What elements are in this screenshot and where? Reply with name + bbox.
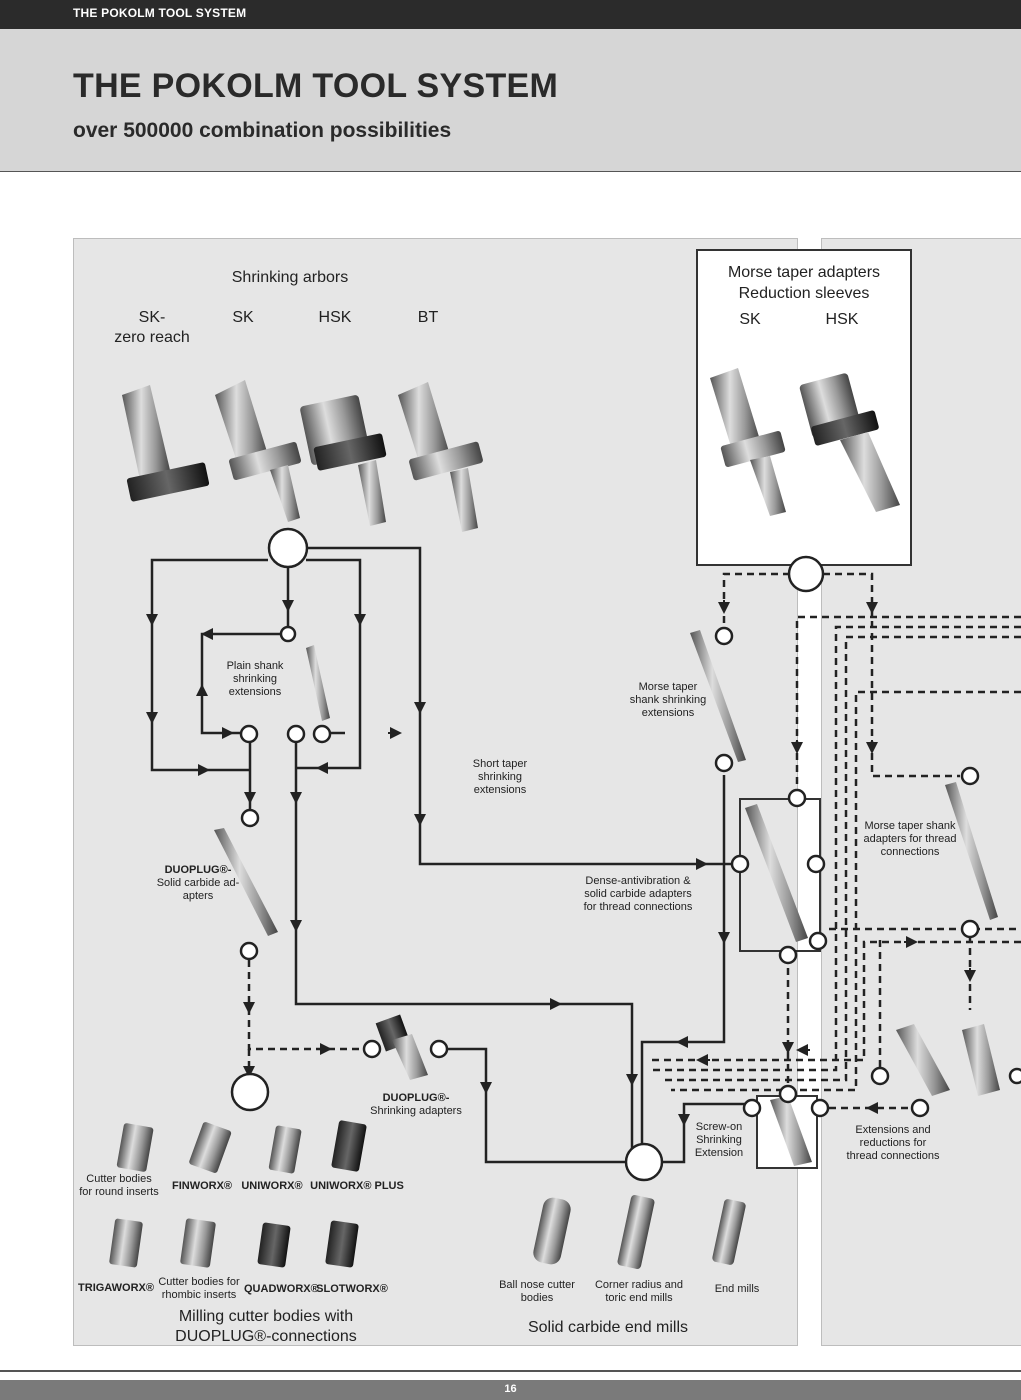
- plain-shank-extension-image: [306, 645, 330, 721]
- page-number: 16: [504, 1383, 517, 1395]
- cutter-round-label: Cutter bodies for round inserts: [76, 1173, 162, 1199]
- dense-label-2: solid carbide adapters: [584, 888, 692, 900]
- uniworx-label: UNIWORX®: [241, 1180, 303, 1192]
- top-bar-title: THE POKOLM TOOL SYSTEM: [73, 6, 247, 20]
- cutter-rhombic-label-1: Cutter bodies for: [158, 1276, 240, 1288]
- duoplug-solid-adapter-image: [214, 828, 278, 936]
- page-footer: 16: [0, 1380, 1021, 1400]
- arrows: [146, 598, 976, 1126]
- ball-nose-label-2: bodies: [520, 1292, 554, 1304]
- morse-shank-label-3: extensions: [641, 707, 695, 719]
- corner-radius-label-2: toric end mills: [605, 1292, 673, 1304]
- screw-on-extension-image: [770, 1096, 812, 1166]
- morse-title-line1: Morse taper adapters: [727, 264, 881, 281]
- sk-arbor-image: [215, 380, 301, 522]
- screw-on-label-1: Screw-on: [695, 1121, 743, 1133]
- dense-label-3: for thread connections: [583, 901, 693, 913]
- morse-shank-label: Morse taper shank shrinking extensions: [618, 681, 718, 720]
- quadworx-label: QUADWORX®: [244, 1283, 319, 1295]
- morse-sk-label: SK: [739, 311, 761, 328]
- slotworx-label: SLOTWORX®: [316, 1283, 388, 1295]
- duoplug-shrinking-adapter-image: [375, 1014, 428, 1080]
- cutter-round-label-1: Cutter bodies: [86, 1173, 152, 1185]
- plain-shank-label-1: Plain shank: [226, 660, 284, 672]
- morse-sk-adapter-image: [710, 368, 786, 516]
- top-bar: THE POKOLM TOOL SYSTEM: [0, 0, 1021, 29]
- milling-group-label-1: Milling cutter bodies with: [178, 1308, 354, 1325]
- duoplug-solid-label-1: DUOPLUG®-: [164, 864, 232, 876]
- ext-red-label: Extensions and reductions for thread con…: [840, 1124, 946, 1163]
- morse-shank-label-1: Morse taper: [638, 681, 698, 693]
- duoplug-solid-label-2: Solid carbide ad-: [156, 877, 240, 889]
- dashed-connections: [247, 572, 1021, 1110]
- milling-group-label-2: DUOPLUG®-connections: [175, 1328, 357, 1345]
- morse-shank-extension-image: [690, 630, 746, 762]
- shrinking-arbors-heading: Shrinking arbors: [231, 269, 349, 286]
- hsk-arbor-image: [300, 395, 387, 526]
- morse-thread-label-3: connections: [880, 846, 940, 858]
- corner-radius-label-1: Corner radius and: [594, 1279, 684, 1291]
- cutter-rhombic-label: Cutter bodies for rhombic inserts: [154, 1276, 244, 1302]
- ext-red-label-1: Extensions and: [855, 1124, 931, 1136]
- endmill-icons: [533, 1195, 746, 1269]
- short-taper-label-1: Short taper: [472, 758, 528, 770]
- dense-adapter-image: [745, 804, 808, 942]
- short-taper-label-3: extensions: [473, 784, 527, 796]
- ball-nose-label-1: Ball nose cutter: [499, 1279, 575, 1291]
- duoplug-shrink-label-2: Shrinking adapters: [370, 1105, 462, 1117]
- plain-shank-label-3: extensions: [228, 686, 282, 698]
- dense-label: Dense-antivibration & solid carbide adap…: [574, 875, 702, 914]
- sk-label: SK: [232, 309, 254, 326]
- sk-zero-arbor-image: [122, 385, 210, 502]
- short-taper-label-2: shrinking: [477, 771, 523, 783]
- connection-nodes: [230, 527, 1021, 1182]
- morse-hsk-label: HSK: [825, 311, 859, 328]
- hsk-label: HSK: [318, 309, 352, 326]
- short-taper-label: Short taper shrinking extensions: [450, 758, 550, 797]
- end-mills-label: End mills: [714, 1283, 760, 1295]
- solid-connections: [150, 528, 760, 1164]
- corner-radius-label: Corner radius and toric end mills: [588, 1279, 690, 1305]
- morse-thread-label: Morse taper shank adapters for thread co…: [852, 820, 968, 859]
- screw-on-label-2: Shrinking: [696, 1134, 742, 1146]
- plain-shank-label-2: shrinking: [232, 673, 278, 685]
- morse-shank-label-2: shank shrinking: [629, 694, 707, 706]
- page-title: THE POKOLM TOOL SYSTEM: [73, 67, 559, 105]
- solid-carbide-group-label: Solid carbide end mills: [527, 1319, 689, 1336]
- ext-red-label-3: thread connections: [846, 1150, 940, 1162]
- morse-thread-adapter-image: [945, 782, 998, 920]
- screw-on-label-3: Extension: [694, 1147, 744, 1159]
- cutter-icons: [109, 1120, 367, 1268]
- duoplug-solid-label: DUOPLUG®- Solid carbide ad- apters: [152, 864, 244, 903]
- sk-zero-label-1: SK-: [138, 309, 166, 326]
- ext-red-label-2: reductions for: [859, 1137, 927, 1149]
- morse-title-line2: Reduction sleeves: [738, 285, 870, 302]
- extension-thread-images: [896, 1024, 1000, 1096]
- duoplug-shrink-label: DUOPLUG®- Shrinking adapters: [364, 1092, 468, 1118]
- bt-label: BT: [417, 309, 439, 326]
- duoplug-solid-label-3: apters: [182, 890, 214, 902]
- cutter-rhombic-label-2: rhombic inserts: [161, 1289, 237, 1301]
- page-header: THE POKOLM TOOL SYSTEM over 500000 combi…: [0, 29, 1021, 172]
- trigaworx-label: TRIGAWORX®: [78, 1282, 154, 1294]
- dense-label-1: Dense-antivibration &: [585, 875, 691, 887]
- duoplug-shrink-label-1: DUOPLUG®-: [382, 1092, 450, 1104]
- plain-shank-label: Plain shank shrinking extensions: [205, 660, 305, 699]
- screw-on-label: Screw-on Shrinking Extension: [688, 1121, 750, 1160]
- morse-thread-label-1: Morse taper shank: [864, 820, 956, 832]
- uniworx-plus-label: UNIWORX® PLUS: [310, 1180, 404, 1192]
- morse-thread-label-2: adapters for thread: [863, 833, 957, 845]
- bt-arbor-image: [398, 382, 483, 532]
- finworx-label: FINWORX®: [171, 1180, 233, 1192]
- footer-divider: [0, 1370, 1021, 1372]
- morse-hsk-adapter-image: [799, 373, 900, 512]
- page-subtitle: over 500000 combination possibilities: [73, 119, 452, 142]
- sk-zero-label-2: zero reach: [114, 329, 190, 346]
- ball-nose-label: Ball nose cutter bodies: [490, 1279, 584, 1305]
- cutter-round-label-2: for round inserts: [79, 1186, 159, 1198]
